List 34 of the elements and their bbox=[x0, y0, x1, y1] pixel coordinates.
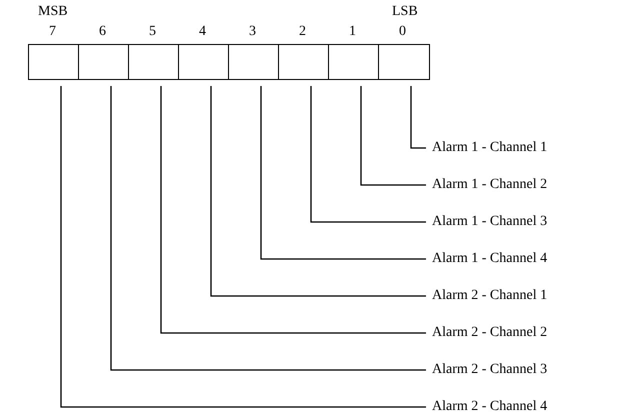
bit-number: 0 bbox=[399, 24, 406, 40]
bit-cell bbox=[378, 44, 430, 80]
bit-description: Alarm 2 - Channel 4 bbox=[432, 399, 548, 415]
leader-line bbox=[260, 86, 426, 260]
bit-number: 1 bbox=[349, 24, 356, 40]
bit-description: Alarm 1 - Channel 2 bbox=[432, 177, 548, 193]
bit-cell bbox=[28, 44, 80, 80]
leader-line bbox=[410, 86, 426, 149]
bit-number: 5 bbox=[149, 24, 156, 40]
lsb-label: LSB bbox=[392, 4, 418, 20]
bit-number: 7 bbox=[49, 24, 56, 40]
leader-line bbox=[160, 86, 426, 334]
bit-description: Alarm 1 - Channel 3 bbox=[432, 214, 548, 230]
leader-line bbox=[310, 86, 426, 223]
bit-description: Alarm 2 - Channel 2 bbox=[432, 325, 548, 341]
bit-description: Alarm 2 - Channel 3 bbox=[432, 362, 548, 378]
bit-cell bbox=[278, 44, 330, 80]
bit-description: Alarm 2 - Channel 1 bbox=[432, 288, 548, 304]
bit-number: 4 bbox=[199, 24, 206, 40]
bit-number: 6 bbox=[99, 24, 106, 40]
bit-description: Alarm 1 - Channel 1 bbox=[432, 140, 548, 156]
leader-line bbox=[110, 86, 426, 371]
bit-cell bbox=[328, 44, 380, 80]
bit-number: 2 bbox=[299, 24, 306, 40]
msb-label: MSB bbox=[38, 4, 68, 20]
bit-cell bbox=[78, 44, 130, 80]
bit-cell bbox=[178, 44, 230, 80]
leader-line bbox=[60, 86, 426, 408]
bit-description: Alarm 1 - Channel 4 bbox=[432, 251, 548, 267]
bit-cell bbox=[228, 44, 280, 80]
leader-line bbox=[360, 86, 426, 186]
bit-cell bbox=[128, 44, 180, 80]
leader-line bbox=[210, 86, 426, 297]
bit-number: 3 bbox=[249, 24, 256, 40]
